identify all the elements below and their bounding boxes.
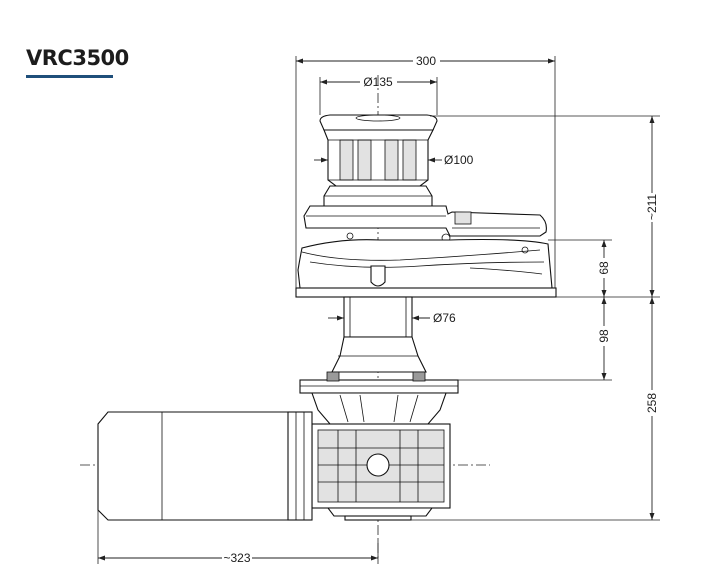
dim-width-total: 300 <box>416 54 436 68</box>
dim-column-diameter: Ø76 <box>433 311 456 325</box>
dimension-annotations: 300 Ø135 Ø100 Ø76 ~211 68 98 <box>97 54 660 565</box>
dim-height-above-deck: ~211 <box>645 194 659 220</box>
windlass-below-deck <box>97 296 459 521</box>
dim-deck-to-chain: 68 <box>597 261 611 275</box>
dim-below-deck-upper: 98 <box>597 329 611 343</box>
dim-below-deck-total: 258 <box>645 393 659 413</box>
title-underline <box>26 75 113 78</box>
dim-motor-length: ~323 <box>223 551 250 565</box>
dim-drum-diameter: Ø135 <box>363 75 393 89</box>
windlass-above-deck <box>295 114 557 298</box>
model-title: VRC3500 <box>26 46 129 70</box>
dim-gypsy-diameter: Ø100 <box>444 153 474 167</box>
